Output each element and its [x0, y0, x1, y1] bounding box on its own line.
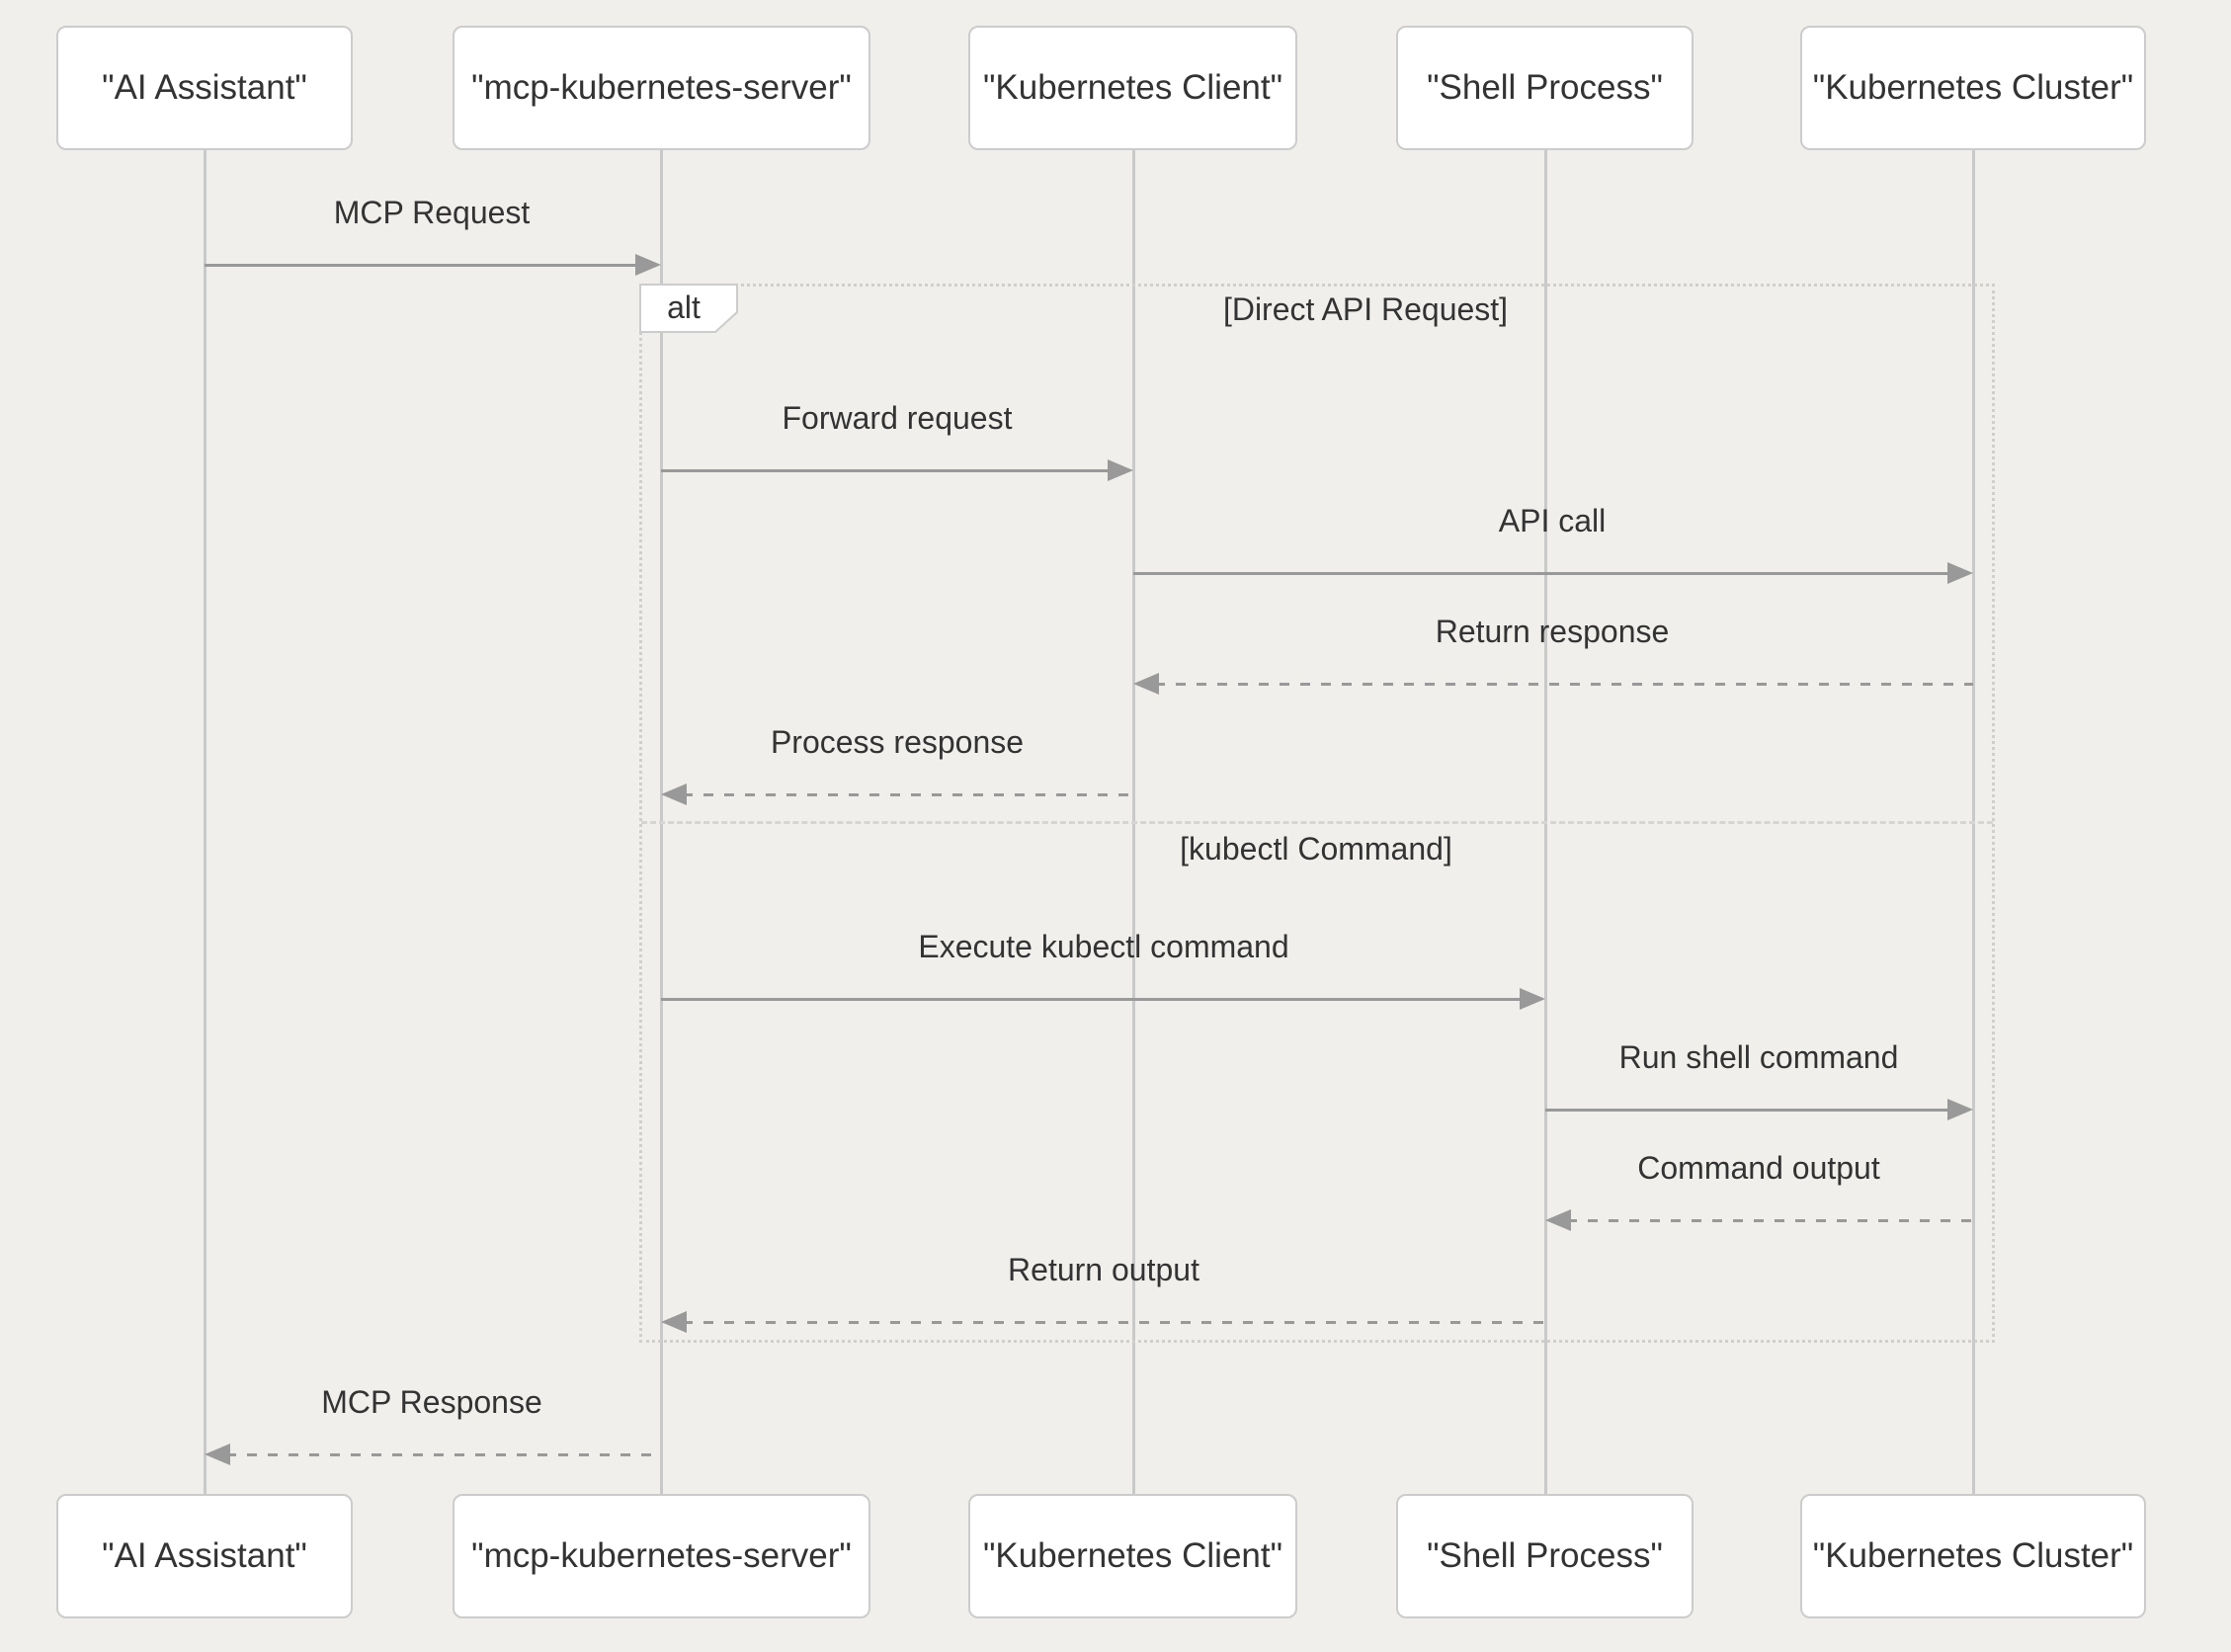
- actor-bottom-kubernetes-cluster: "Kubernetes Cluster": [1800, 1494, 2146, 1618]
- arrowhead-right-icon: [1108, 459, 1133, 481]
- message-label: Execute kubectl command: [918, 929, 1289, 964]
- alt-condition-kubectl-command: [kubectl Command]: [1180, 831, 1452, 867]
- arrowhead-left-icon: [1133, 673, 1159, 695]
- arrowhead-left-icon: [661, 784, 687, 805]
- actor-top-kubernetes-client: "Kubernetes Client": [968, 26, 1297, 150]
- actor-top-shell-process: "Shell Process": [1396, 26, 1694, 150]
- message-label: Return output: [1008, 1252, 1199, 1287]
- alt-section-divider: [641, 821, 1993, 824]
- message-line: [226, 1452, 661, 1456]
- message-line: [1133, 571, 1951, 575]
- alt-operator-label: alt: [667, 289, 701, 325]
- arrowhead-right-icon: [1947, 562, 1973, 584]
- alt-condition-direct-api-request: [Direct API Request]: [1222, 291, 1509, 327]
- message-label: Command output: [1637, 1150, 1880, 1186]
- arrowhead-left-icon: [1545, 1209, 1571, 1231]
- message-label: API call: [1498, 503, 1607, 538]
- message-label: MCP Request: [333, 195, 531, 230]
- actor-top-kubernetes-cluster: "Kubernetes Cluster": [1800, 26, 2146, 150]
- message-line: [661, 468, 1112, 472]
- message-label: Return response: [1435, 614, 1670, 649]
- arrowhead-right-icon: [1947, 1099, 1973, 1120]
- actor-bottom-mcp-kubernetes-server: "mcp-kubernetes-server": [453, 1494, 870, 1618]
- message-label: Run shell command: [1618, 1039, 1899, 1075]
- alt-operator-tab: alt: [639, 284, 738, 333]
- actor-bottom-kubernetes-client: "Kubernetes Client": [968, 1494, 1297, 1618]
- arrowhead-right-icon: [1520, 988, 1545, 1010]
- message-line: [1567, 1218, 1973, 1222]
- message-line: [205, 263, 639, 267]
- actor-top-ai-assistant: "AI Assistant": [56, 26, 353, 150]
- arrowhead-left-icon: [661, 1311, 687, 1333]
- message-line: [661, 997, 1524, 1001]
- alt-tab-shape-icon: [639, 284, 738, 333]
- arrowhead-right-icon: [635, 254, 661, 276]
- message-line: [683, 1320, 1545, 1324]
- message-label: Process response: [770, 724, 1025, 760]
- message-label: Forward request: [782, 400, 1013, 436]
- message-label: MCP Response: [321, 1384, 542, 1420]
- actor-top-mcp-kubernetes-server: "mcp-kubernetes-server": [453, 26, 870, 150]
- arrowhead-left-icon: [205, 1444, 230, 1465]
- message-line: [1545, 1108, 1951, 1112]
- alt-fragment-frame: [639, 284, 1995, 1343]
- message-line: [683, 792, 1133, 796]
- actor-bottom-shell-process: "Shell Process": [1396, 1494, 1694, 1618]
- actor-bottom-ai-assistant: "AI Assistant": [56, 1494, 353, 1618]
- lifeline-ai-assistant: [203, 150, 207, 1494]
- message-line: [1155, 682, 1973, 686]
